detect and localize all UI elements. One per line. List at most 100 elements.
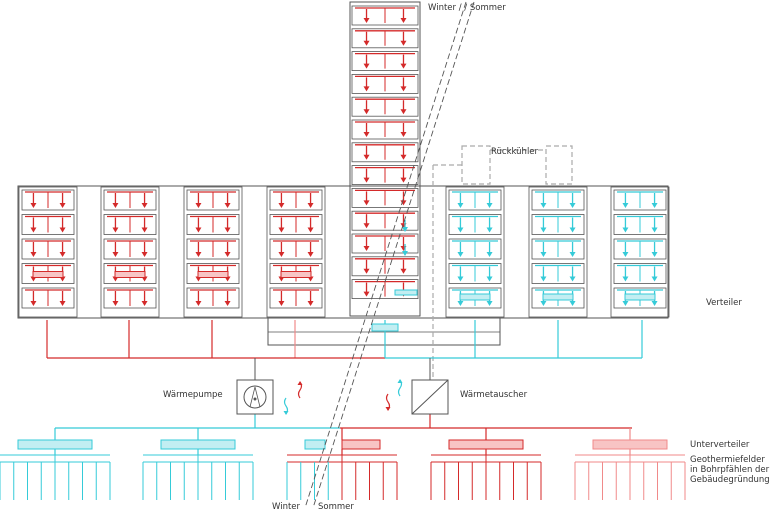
block-7-floor-4-arrow-left-head <box>622 276 629 282</box>
tower-floor-13-arrow-left <box>363 282 370 297</box>
block-5-distributor-box <box>459 293 491 301</box>
block-5-floor-2-arrow-right-head <box>486 227 493 233</box>
block-6-distributor-box <box>542 293 574 301</box>
tower-floor-11-arrow-left <box>363 237 370 251</box>
tower-floor-5-arrow-right <box>400 100 407 115</box>
geothermie-label-line1: Geothermiefelder <box>690 455 765 465</box>
waermepumpe-label: Wärmepumpe <box>163 390 223 400</box>
block-2-distributor-box <box>114 271 146 278</box>
block-1-floor-1-arrow-left-head <box>30 203 37 208</box>
block-5-floor-3-arrow-right <box>486 242 493 257</box>
tower-floor-5-arrow-left-head <box>363 109 370 115</box>
tower-floor-1-arrow-right <box>400 9 407 23</box>
block-5-floor-4 <box>448 263 502 284</box>
block-2-floor-3-arrow-left-head <box>112 252 119 257</box>
block-6-floor-1-arrow-right <box>569 193 576 208</box>
block-1-floor-5-arrow-left <box>30 291 37 306</box>
block-7-floor-3 <box>613 238 667 260</box>
block-1-floor-3 <box>21 238 75 260</box>
block-5-floor-4-arrow-right-head <box>486 276 493 282</box>
block-2-floor-2 <box>103 214 157 235</box>
field-1-box <box>17 439 93 450</box>
tower-floor-2-arrow-right-head <box>400 40 407 46</box>
tower-floor-4 <box>351 74 419 94</box>
block-4-floor-5-arrow-right <box>307 291 314 306</box>
block-1-floor-2-arrow-left-head <box>30 227 37 233</box>
tower-floor-9-arrow-right-head <box>400 200 407 206</box>
block-1-floor-5-arrow-right <box>59 291 66 306</box>
block-7-floor-2-arrow-right <box>651 217 658 233</box>
tower-floor-1 <box>351 5 419 26</box>
block-5-floor-5-arrow-left-head <box>457 301 464 306</box>
block-5-floor-1-arrow-left <box>457 193 464 208</box>
season-label-bottom-sommer: Sommer <box>318 502 354 512</box>
block-1-floor-1-arrow-left <box>30 193 37 208</box>
block-5-floor-2 <box>448 214 502 235</box>
block-1-floor-3-arrow-right-head <box>59 252 66 257</box>
tower-floor-5-arrow-right-head <box>400 109 407 115</box>
field-2-box <box>160 439 236 450</box>
block-3-frame <box>183 186 243 318</box>
tower-floor-13-arrow-left-head <box>363 291 370 297</box>
block-3-floor-3-arrow-left <box>195 242 202 257</box>
block-3-distributor-box <box>197 271 229 278</box>
block-6-floor-2-arrow-right <box>569 217 576 233</box>
block-3-floor-2 <box>186 214 240 235</box>
block-7-floor-4-arrow-right <box>651 266 658 282</box>
block-2-floor-1-arrow-right-head <box>141 203 148 208</box>
block-4-floor-3-arrow-right-head <box>307 252 314 257</box>
tower-floor-12-arrow-left-head <box>363 268 370 274</box>
distribution-pipes <box>46 145 643 429</box>
block-2-floor-5-arrow-right <box>141 291 148 306</box>
season-label-bottom-winter: Winter <box>272 502 301 512</box>
block-5-floor-5-arrow-right-head <box>486 301 493 306</box>
block-4-floor-5 <box>269 287 323 309</box>
block-7-floor-1-arrow-right <box>651 193 658 208</box>
block-6-floor-3-arrow-left <box>540 242 547 257</box>
block-5-floor-3-arrow-left-head <box>457 252 464 257</box>
tower-floor-8-arrow-left <box>363 168 370 183</box>
tower-floor-2-arrow-right <box>400 31 407 46</box>
block-3-floor-5-arrow-right-head <box>224 301 231 306</box>
waermepumpe-hub <box>253 397 257 401</box>
tower-cooling-arrow-1-head <box>402 227 408 232</box>
block-6-floor-4 <box>531 263 585 284</box>
block-2-floor-5-arrow-left <box>112 291 119 306</box>
block-3-floor-2-arrow-left <box>195 217 202 233</box>
block-4-frame <box>266 186 326 318</box>
tower-floor-13 <box>351 279 419 300</box>
tower-floor-6-arrow-left <box>363 123 370 137</box>
block-5-frame <box>445 186 505 318</box>
block-1-floor-5 <box>21 287 75 309</box>
block-7-distributor-box <box>624 293 656 301</box>
tower-floor-3-arrow-left-head <box>363 63 370 69</box>
tower-floor-4-arrow-right <box>400 77 407 92</box>
tower-floor-8-arrow-left-head <box>363 177 370 183</box>
waermetauscher-diagonal <box>411 379 449 415</box>
block-1-floor-5-arrow-right-head <box>59 301 66 306</box>
tower-floor-7-arrow-right <box>400 145 407 160</box>
tower-floor-9-arrow-left-head <box>363 200 370 206</box>
block-1-floor-1 <box>21 189 75 211</box>
block-3-floor-3 <box>186 238 240 260</box>
block-5-floor-1-arrow-right <box>486 193 493 208</box>
season-divider-2 <box>312 1 475 509</box>
block-7-frame <box>610 186 670 318</box>
block-3-floor-1-arrow-right <box>224 193 231 208</box>
waermetauscher-label: Wärmetauscher <box>460 390 528 400</box>
block-4-floor-2-arrow-right-head <box>307 227 314 233</box>
waermepumpe-circle <box>243 385 267 409</box>
block-3-floor-2-arrow-right-head <box>224 227 231 233</box>
block-4-floor-1 <box>269 189 323 211</box>
block-2-floor-3 <box>103 238 157 260</box>
rueckkuehler-left <box>461 145 491 185</box>
block-7-floor-3-arrow-right-head <box>651 252 658 257</box>
block-5-floor-3 <box>448 238 502 260</box>
block-5-floor-4-arrow-left <box>457 266 464 282</box>
block-3-floor-5-arrow-left-head <box>195 301 202 306</box>
building-blocks <box>17 1 670 346</box>
tower-floor-7-arrow-left <box>363 145 370 160</box>
block-6-floor-3 <box>531 238 585 260</box>
tower-floor-4-arrow-left-head <box>363 86 370 92</box>
tower-floor-3-arrow-left <box>363 54 370 69</box>
